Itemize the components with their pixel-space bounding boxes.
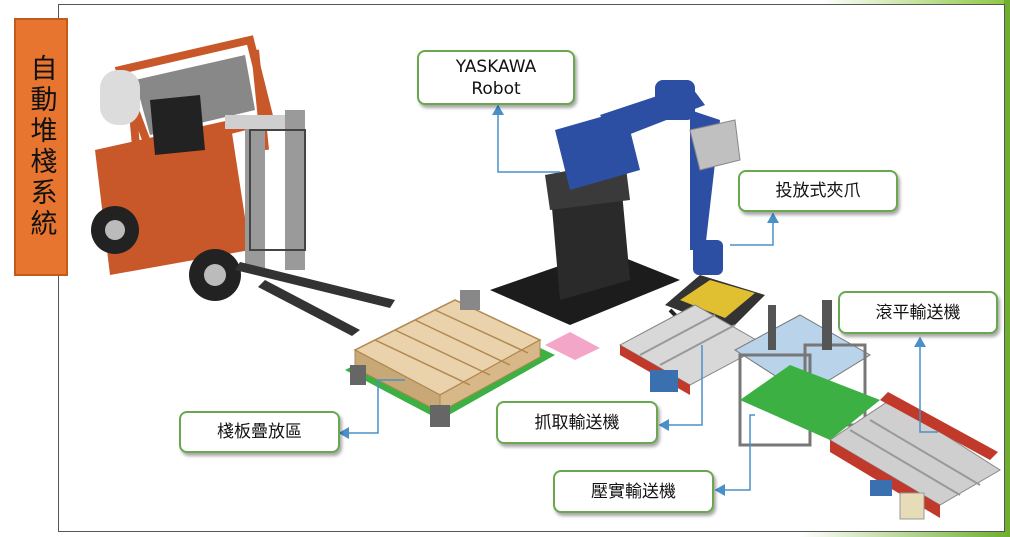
pallet-stack-illustration (345, 290, 555, 427)
decorative-right-band (1004, 0, 1010, 537)
pick-conveyor-illustration (618, 304, 767, 395)
pallet-area-arrow (338, 379, 405, 439)
roller-conveyor-arrow (914, 336, 938, 433)
gripper-arrow (730, 212, 779, 246)
label-pick-conveyor: 抓取輸送機 (496, 401, 658, 444)
system-title: 自動堆棧系統 (14, 18, 68, 276)
carton-illustration (545, 332, 600, 360)
label-roller-conveyor: 滾平輸送機 (838, 291, 998, 334)
forklift-illustration (91, 35, 395, 336)
press-conveyor-arrow (714, 414, 755, 496)
label-gripper: 投放式夾爪 (738, 170, 898, 212)
label-yaskawa-robot: YASKAWA Robot (417, 50, 575, 105)
decorative-bottom-band (800, 531, 1010, 537)
yaskawa-robot-illustration (490, 80, 741, 325)
press-conveyor-illustration (734, 300, 880, 447)
pick-conveyor-arrow (658, 345, 703, 431)
robot-arrow (492, 104, 560, 173)
roller-conveyor-illustration (829, 392, 1001, 520)
label-press-conveyor: 壓實輸送機 (553, 470, 714, 513)
label-pallet-area: 棧板疊放區 (179, 411, 340, 453)
